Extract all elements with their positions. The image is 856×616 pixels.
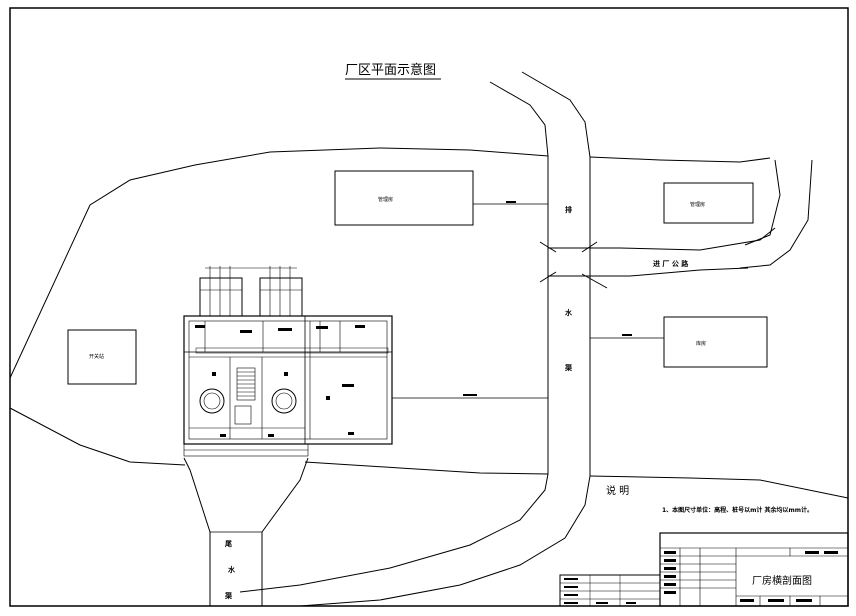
mgmt-building-left	[334, 170, 474, 226]
tailrace-label-1: 尾	[224, 539, 232, 548]
canal-label-2: 水	[565, 308, 573, 317]
warehouse-dim-text	[622, 334, 632, 336]
tailrace-label-2: 水	[228, 565, 236, 574]
bridge-mark-4	[581, 273, 608, 289]
bridge-mark-3	[581, 241, 598, 253]
terrain-lower-left-line	[9, 407, 186, 466]
terrain-lower-right-line	[589, 475, 849, 499]
hill-curve-2	[739, 159, 813, 269]
road-label: 进 厂 公 路	[653, 259, 689, 268]
canal-label-3: 渠	[564, 363, 573, 372]
road-upper-edge	[548, 227, 776, 251]
canal-right-bank	[299, 71, 591, 607]
hill-curve-1	[744, 159, 781, 246]
canal-left-bank	[239, 81, 549, 593]
terrain-upper-right-line	[589, 156, 771, 163]
warehouse-building	[663, 316, 768, 368]
powerhouse	[183, 266, 393, 457]
drawing-name: 厂房横剖面图	[752, 574, 812, 587]
powerhouse-dim-text	[463, 394, 477, 396]
signature-block	[559, 574, 661, 607]
tailrace-label-3: 渠	[224, 591, 233, 600]
mgmt-building-right	[663, 182, 754, 224]
road-lower-edge	[548, 267, 749, 277]
mgmt-right-label: 管理房	[690, 201, 705, 208]
terrain-lower-mid-line	[304, 461, 549, 475]
title-block: 厂房横剖面图	[659, 532, 849, 607]
tailrace-right-bank	[261, 457, 309, 606]
tailrace-left-bank	[183, 457, 211, 606]
bridge-mark-1	[539, 241, 557, 253]
terrain-upper-left-line	[9, 147, 549, 379]
notes-line-1: 1、本图尺寸单位：高程、桩号以m计 其余均以mm计。	[662, 506, 813, 514]
switchyard-label: 开关站	[89, 353, 104, 360]
switchyard-building	[67, 329, 137, 385]
notes-heading: 说 明	[606, 484, 629, 497]
canal-label-1: 排	[565, 205, 572, 214]
warehouse-label: 库房	[696, 340, 706, 347]
bridge-mark-2	[539, 271, 557, 283]
mgmt-left-dim-text	[506, 201, 516, 203]
mgmt-left-label: 管理房	[378, 196, 393, 203]
drawing-frame	[9, 7, 849, 607]
drawing-title: 厂区平面示意图	[345, 62, 436, 78]
